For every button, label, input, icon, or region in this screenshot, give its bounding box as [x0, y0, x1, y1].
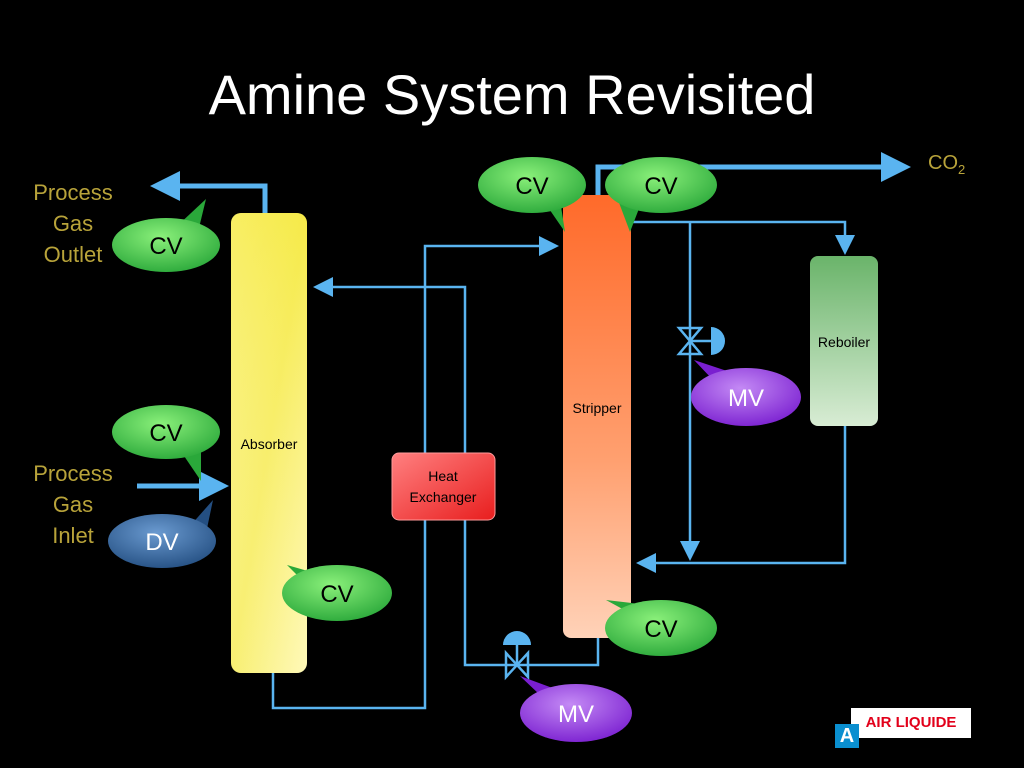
reboiler-label: Reboiler	[818, 334, 870, 350]
bottom-valve-icon	[503, 631, 531, 681]
stripper: Stripper	[563, 195, 631, 638]
bubble-cv-outlet-text: CV	[149, 233, 182, 260]
bubble-cv-stripper-bottom: CV	[605, 600, 717, 656]
logo-box: AIR LIQUIDE	[851, 708, 971, 738]
bubble-cv-absorber-bottom: CV	[282, 565, 392, 621]
bubble-mv-steam: MV	[691, 360, 801, 426]
bubble-cv-outlet: CV	[112, 199, 220, 272]
co2-subscript: 2	[958, 162, 966, 177]
bubble-mv-bottom: MV	[520, 676, 632, 742]
logo-text: AIR LIQUIDE	[865, 714, 957, 731]
reboiler-return-pipe	[636, 426, 847, 573]
reboiler: Reboiler	[810, 256, 878, 426]
bubble-cv-stripper-top-left-text: CV	[515, 173, 548, 200]
bubble-dv-inlet: DV	[108, 500, 216, 568]
process-gas-outlet-label: Process Gas Outlet	[20, 177, 126, 270]
page-title: Amine System Revisited	[208, 63, 816, 126]
heat-exchanger: Heat Exchanger	[391, 452, 496, 521]
outlet-pipe	[150, 171, 268, 213]
outlet-label-line-2: Gas	[52, 211, 94, 236]
heat-exchanger-label-2: Exchanger	[410, 489, 477, 505]
bubble-cv-stripper-bottom-text: CV	[644, 616, 677, 643]
absorber: Absorber	[231, 213, 307, 673]
heat-exchanger-label-1: Heat	[428, 468, 458, 484]
bubble-mv-bottom-text: MV	[558, 701, 594, 728]
process-gas-inlet-label: Process Gas Inlet	[20, 458, 126, 551]
bubble-cv-stripper-top-right: CV	[605, 157, 717, 232]
co2-base: CO	[928, 152, 958, 174]
inlet-label-line-3: Inlet	[52, 523, 94, 548]
bubble-dv-inlet-text: DV	[145, 529, 178, 556]
reboiler-feed-pipe	[630, 220, 855, 255]
logo-mark-icon: A	[835, 724, 859, 748]
air-liquide-logo: AIR LIQUIDE A	[835, 706, 975, 750]
rich-amine-pipe	[271, 236, 559, 710]
bubble-cv-stripper-top-right-text: CV	[644, 173, 677, 200]
bubble-cv-absorber-bottom-text: CV	[320, 581, 353, 608]
inlet-label-line-1: Process	[33, 461, 113, 486]
bubble-cv-inlet-text: CV	[149, 420, 182, 447]
lean-amine-pipe	[313, 277, 600, 667]
stripper-label: Stripper	[572, 400, 621, 416]
bubble-cv-inlet: CV	[112, 405, 220, 481]
outlet-label-line-3: Outlet	[43, 242, 103, 267]
outlet-label-line-1: Process	[33, 180, 113, 205]
co2-label: CO2	[928, 152, 965, 177]
steam-valve-icon	[676, 326, 725, 356]
bubble-cv-stripper-top-left: CV	[478, 157, 586, 232]
inlet-label-line-2: Gas	[52, 492, 94, 517]
co2-pipe	[595, 152, 911, 195]
bubble-mv-steam-text: MV	[728, 385, 764, 412]
absorber-label: Absorber	[241, 436, 298, 452]
